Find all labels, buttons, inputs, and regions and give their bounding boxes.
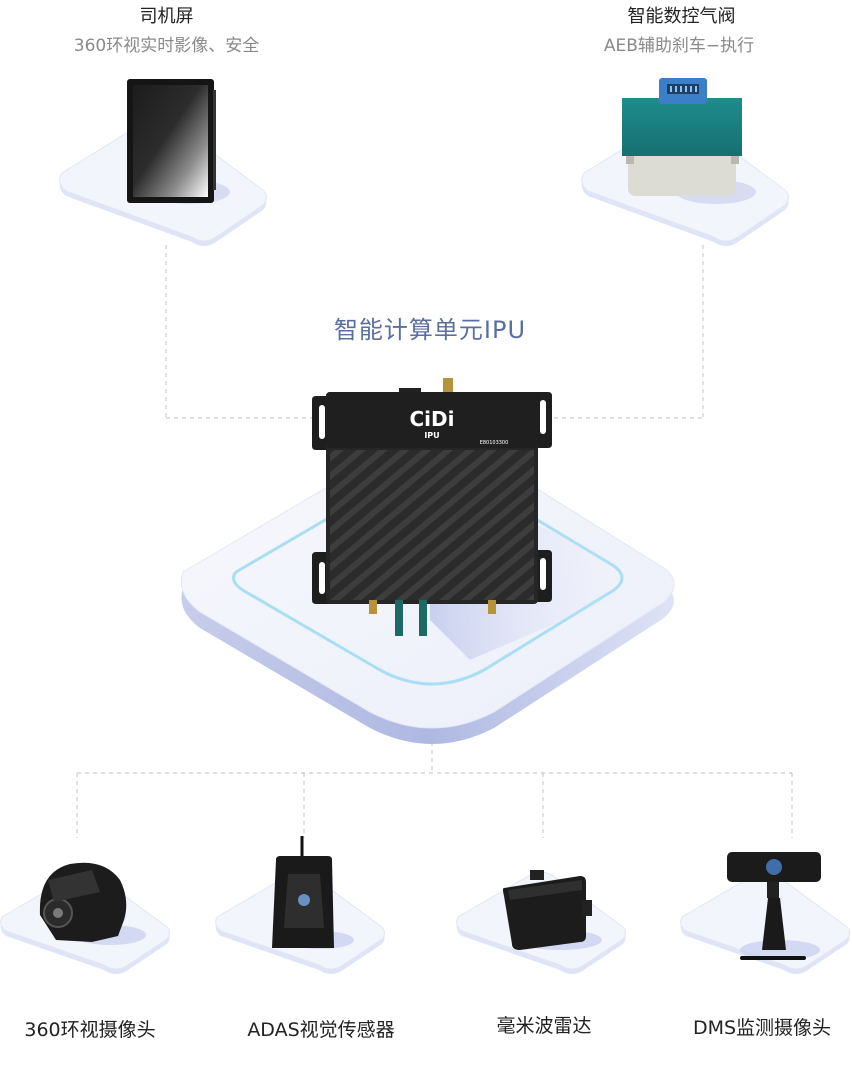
ipu-title: 智能计算单元IPU — [333, 316, 527, 344]
adas-sensor-platform — [215, 836, 385, 974]
radar-platform — [456, 870, 626, 974]
ipu-brand-logo: CiDi — [410, 407, 455, 431]
dms-camera-platform — [680, 852, 850, 974]
ipu-serial-label: E80103300 — [480, 440, 509, 446]
ipu-model-label: IPU — [424, 431, 439, 440]
camera-360-platform — [0, 862, 170, 974]
driver-screen-title: 司机屏 — [139, 6, 194, 27]
radar-label: 毫米波雷达 — [496, 1015, 592, 1037]
camera-360-label: 360环视摄像头 — [24, 1019, 156, 1041]
dms-camera-label: DMS监测摄像头 — [692, 1017, 832, 1039]
driver-screen-subtitle: 360环视实时影像、安全 — [73, 36, 260, 56]
valve-title: 智能数控气阀 — [627, 6, 736, 27]
valve-subtitle: AEB辅助刹车−执行 — [603, 36, 755, 56]
adas-sensor-label: ADAS视觉传感器 — [247, 1019, 395, 1041]
